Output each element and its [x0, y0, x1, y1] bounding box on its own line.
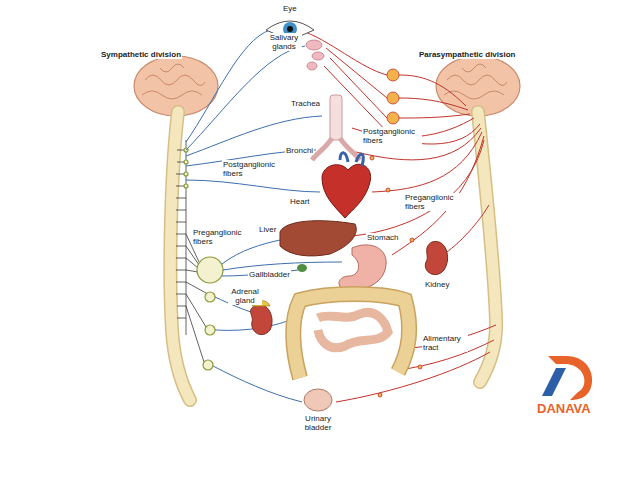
- salivary-gland: [306, 40, 322, 50]
- sympathetic-fiber: [186, 46, 305, 150]
- parasympathetic-fiber: [399, 75, 466, 106]
- salivary-gland: [312, 52, 324, 60]
- parasympathetic-fiber: [356, 128, 481, 160]
- ganglion: [387, 112, 399, 124]
- organ-label: Kidney: [424, 280, 450, 289]
- parasympathetic-fiber: [399, 98, 468, 110]
- intestine: [293, 294, 409, 378]
- organ-label: Trachea: [290, 99, 321, 108]
- sympathetic-chain: [176, 140, 206, 362]
- fiber-label: Postganglionic fibers: [222, 160, 282, 178]
- organ-label: Salivary glands: [266, 33, 302, 51]
- organ-label: Gallbladder: [248, 270, 291, 279]
- ganglion: [184, 172, 188, 176]
- division-title: Sympathetic division: [100, 50, 182, 59]
- ganglion: [378, 393, 382, 397]
- sympathetic-fiber: [186, 30, 342, 402]
- salivary-gland: [306, 40, 324, 70]
- intestine: [318, 312, 388, 347]
- stomach: [339, 245, 386, 290]
- eye: [287, 26, 293, 32]
- brain: [444, 64, 507, 99]
- intestine: [293, 294, 409, 378]
- trachea: [330, 95, 342, 140]
- organ-label: Urinary bladder: [292, 414, 344, 432]
- heart: [322, 153, 371, 218]
- parasympathetic-fiber: [300, 30, 496, 402]
- fiber-label: Preganglionic fibers: [404, 193, 464, 211]
- sympathetic-fiber: [186, 30, 270, 142]
- brain: [134, 56, 520, 116]
- fiber-label: Postganglionic fibers: [362, 127, 422, 145]
- ganglion: [370, 156, 374, 160]
- ganglion: [205, 325, 215, 335]
- trachea: [312, 138, 360, 160]
- kidney: [425, 241, 447, 274]
- logo-mark: [542, 368, 566, 396]
- kidney: [251, 305, 272, 335]
- spinal-cord: [170, 112, 496, 400]
- parasympathetic-fiber: [352, 140, 484, 236]
- sympathetic-chain: [186, 234, 206, 362]
- liver: [280, 221, 356, 256]
- heart: [322, 164, 371, 218]
- stomach: [339, 245, 386, 290]
- sympathetic-fiber: [186, 180, 320, 192]
- brain: [142, 64, 205, 99]
- sympathetic-fiber: [186, 116, 322, 156]
- organ-label: Adrenal gland: [228, 287, 262, 305]
- parasympathetic-fiber: [392, 136, 484, 255]
- ganglion: [410, 238, 414, 242]
- organ-label: Liver: [258, 225, 277, 234]
- ganglion: [387, 92, 399, 104]
- organ-label: Heart: [289, 197, 311, 206]
- parasympathetic-fiber: [444, 205, 489, 254]
- parasympathetic-fiber: [300, 30, 387, 75]
- ganglion: [184, 184, 188, 188]
- organ-label: Alimentary tract: [422, 334, 468, 352]
- ganglion: [184, 160, 188, 164]
- ganglion: [205, 292, 215, 302]
- logo-mark: [542, 356, 592, 400]
- organ-label: Bronchi: [285, 146, 314, 155]
- ganglion: [364, 69, 427, 397]
- urinary-bladder: [304, 389, 332, 411]
- ganglion: [203, 360, 213, 370]
- ganglion: [386, 188, 390, 192]
- division-title: Parasympathetic division: [418, 50, 516, 59]
- watermark: DANAVA: [536, 402, 592, 417]
- sympathetic-fiber: [223, 262, 342, 270]
- ganglion: [418, 365, 422, 369]
- parasympathetic-fiber: [399, 114, 470, 118]
- ganglion: [197, 257, 223, 283]
- organ-label: Stomach: [366, 233, 400, 242]
- sympathetic-fiber: [213, 366, 302, 402]
- liver: [280, 221, 356, 272]
- salivary-gland: [307, 62, 317, 70]
- ganglion: [387, 69, 399, 81]
- intestine: [293, 294, 409, 378]
- organ-label: Eye: [282, 4, 298, 13]
- urinary-bladder: [304, 389, 332, 411]
- fiber-label: Preganglionic fibers: [192, 228, 252, 246]
- parasympathetic-fiber: [326, 48, 387, 98]
- heart: [340, 153, 363, 166]
- liver: [297, 264, 307, 272]
- parasympathetic-fiber: [336, 352, 490, 402]
